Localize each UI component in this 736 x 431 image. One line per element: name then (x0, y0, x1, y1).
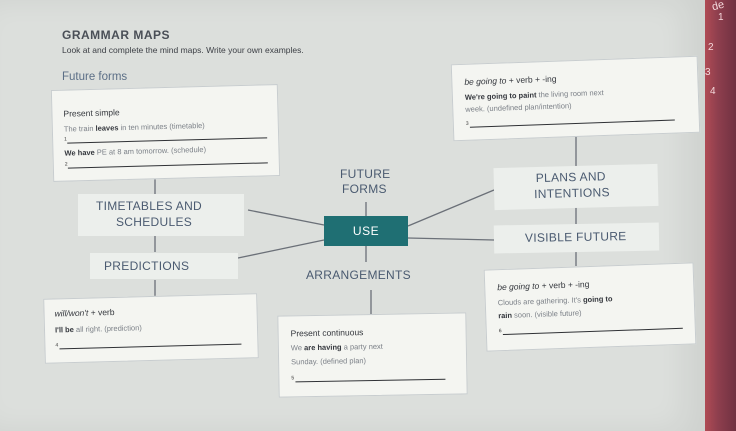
going-to-heading: be going to + verb + -ing (497, 279, 589, 292)
spine-number: 1 (718, 12, 724, 23)
going-to-visible-example-line-2: rain soon. (visible future) (498, 308, 582, 320)
will-heading: will/won't + verb (54, 307, 114, 319)
example-bold: We have (64, 147, 95, 158)
going-to-visible-box: be going to + verb + -ing Clouds are gat… (483, 262, 697, 352)
spine-number: 2 (708, 42, 714, 53)
heading-italic: be going to (497, 280, 540, 293)
page-edge-tab (705, 0, 736, 431)
present-continuous-box: Present continuous We are having a party… (277, 312, 468, 398)
heading-text: + verb + -ing (506, 73, 557, 86)
answer-line-2[interactable] (67, 162, 268, 169)
going-to-plans-example-line-2: week. (undefined plan/intention) (465, 101, 572, 114)
present-simple-heading: Present simple (63, 107, 120, 119)
example-text: all right. (prediction) (73, 323, 142, 335)
plans-label-2: INTENTIONS (533, 185, 611, 202)
present-simple-example-1: The train leaves in ten minutes (timetab… (64, 121, 205, 134)
heading-text: + verb (88, 306, 115, 318)
will-example: I'll be all right. (prediction) (55, 323, 142, 334)
example-text: soon. (visible future) (511, 308, 582, 320)
going-to-heading: be going to + verb + -ing (464, 74, 556, 87)
subtitle: Future forms (62, 71, 128, 83)
example-bold: are having (303, 342, 342, 353)
example-text: Clouds are gathering. It's (497, 295, 584, 308)
spine-number: 3 (705, 67, 711, 78)
going-to-plans-example: We're going to paint the living room nex… (465, 88, 604, 102)
example-text: the living room next (536, 88, 604, 100)
example-bold: leaves (95, 123, 119, 133)
example-bold: We're going to paint (464, 90, 537, 102)
going-to-visible-example: Clouds are gathering. It's going to (498, 294, 613, 307)
spine-number: 4 (710, 86, 716, 97)
answer-line-1[interactable] (67, 137, 268, 144)
answer-line-5[interactable] (295, 378, 446, 383)
future-forms-label-1: FUTURE (340, 167, 391, 181)
answer-line-6[interactable] (502, 327, 683, 336)
example-text: We (290, 343, 305, 353)
connector-predictions (237, 239, 325, 259)
answer-line-4[interactable] (59, 343, 242, 350)
connector-plans (407, 189, 495, 227)
predictions-box: PREDICTIONS (90, 253, 238, 279)
example-bold: I'll be (54, 325, 74, 335)
visible-future-box: VISIBLE FUTURE (493, 222, 660, 254)
going-to-plans-box: be going to + verb + -ing We're going to… (450, 55, 701, 142)
example-text: PE at 8 am tomorrow. (schedule) (94, 144, 207, 157)
connector-visible (407, 237, 495, 241)
arrangements-label: ARRANGEMENTS (306, 268, 411, 282)
present-continuous-example-line-2: Sunday. (defined plan) (291, 356, 367, 367)
present-continuous-heading: Present continuous (290, 327, 364, 339)
present-simple-box: Present simple The train leaves in ten m… (50, 84, 281, 182)
present-simple-example-2: We have PE at 8 am tomorrow. (schedule) (64, 145, 206, 158)
use-center-box: USE (324, 216, 408, 246)
heading-italic: will/won't (54, 307, 89, 319)
example-bold: going to (582, 294, 613, 305)
present-continuous-example: We are having a party next (291, 342, 383, 353)
predictions-label: PREDICTIONS (104, 259, 190, 273)
example-text: in ten minutes (timetable) (118, 120, 205, 133)
answer-number: 4 (55, 342, 59, 349)
plans-box: PLANS AND INTENTIONS (493, 163, 659, 211)
answer-number: 3 (465, 120, 469, 127)
connector-timetables (247, 209, 325, 226)
timetables-box: TIMETABLES AND SCHEDULES (78, 194, 244, 236)
answer-number: 6 (498, 328, 502, 335)
example-bold: rain (498, 310, 513, 321)
future-forms-label-2: FORMS (342, 182, 387, 196)
answer-number: 5 (291, 375, 295, 382)
heading-text: + verb + -ing (539, 279, 590, 291)
will-box: will/won't + verb I'll be all right. (pr… (43, 293, 259, 364)
heading-italic: be going to (464, 75, 507, 87)
visible-future-label: VISIBLE FUTURE (524, 229, 627, 245)
timetables-label-2: SCHEDULES (116, 215, 193, 229)
example-text: a party next (341, 341, 383, 352)
plans-label-1: PLANS AND (535, 169, 606, 186)
section-title: GRAMMAR MAPS (62, 28, 170, 42)
example-text: The train (63, 123, 96, 134)
answer-line-3[interactable] (469, 119, 675, 128)
instruction-text: Look at and complete the mind maps. Writ… (62, 45, 304, 55)
timetables-label-1: TIMETABLES AND (96, 199, 203, 213)
